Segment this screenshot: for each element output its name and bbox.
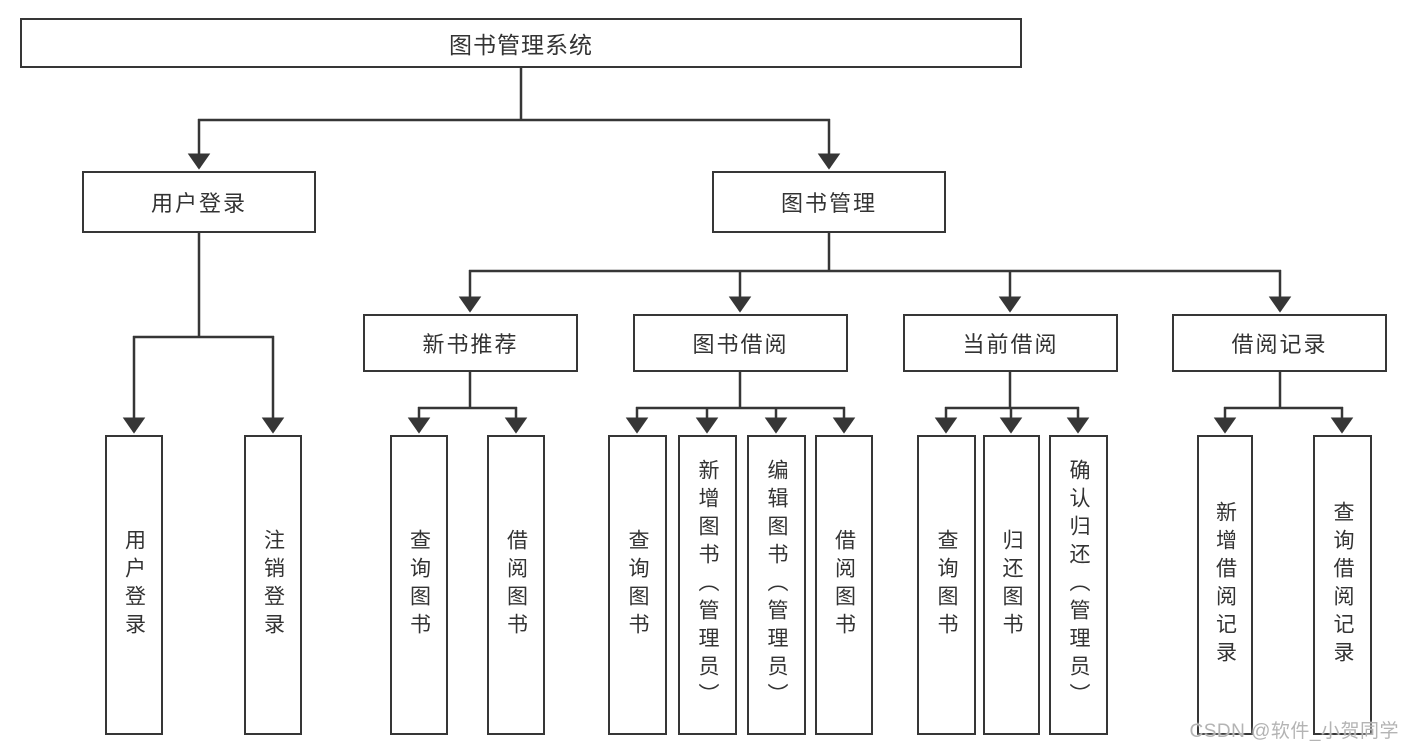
leaf-return-books: 归还图书 — [983, 435, 1040, 735]
node-new-book-recommendation: 新书推荐 — [363, 314, 578, 372]
node-system-root: 图书管理系统 — [20, 18, 1022, 68]
node-current-borrowing: 当前借阅 — [903, 314, 1118, 372]
leaf-borrow-books-borrowing: 借阅图书 — [815, 435, 873, 735]
leaf-edit-book-admin: 编辑图书（管理员） — [747, 435, 806, 735]
leaf-user-login: 用户登录 — [105, 435, 163, 735]
csdn-watermark: CSDN @软件_小贺同学 — [1189, 721, 1399, 742]
leaf-query-borrow-record: 查询借阅记录 — [1313, 435, 1372, 735]
leaf-confirm-return-admin: 确认归还（管理员） — [1049, 435, 1108, 735]
leaf-query-books-current: 查询图书 — [917, 435, 976, 735]
leaf-logout: 注销登录 — [244, 435, 302, 735]
leaf-add-book-admin: 新增图书（管理员） — [678, 435, 737, 735]
leaf-query-books-recommend: 查询图书 — [390, 435, 448, 735]
leaf-query-books-borrowing: 查询图书 — [608, 435, 667, 735]
node-book-borrowing: 图书借阅 — [633, 314, 848, 372]
leaf-borrow-books-recommend: 借阅图书 — [487, 435, 545, 735]
leaf-add-borrow-record: 新增借阅记录 — [1197, 435, 1253, 735]
node-user-login: 用户登录 — [82, 171, 316, 233]
node-book-management: 图书管理 — [712, 171, 946, 233]
node-borrowing-records: 借阅记录 — [1172, 314, 1387, 372]
